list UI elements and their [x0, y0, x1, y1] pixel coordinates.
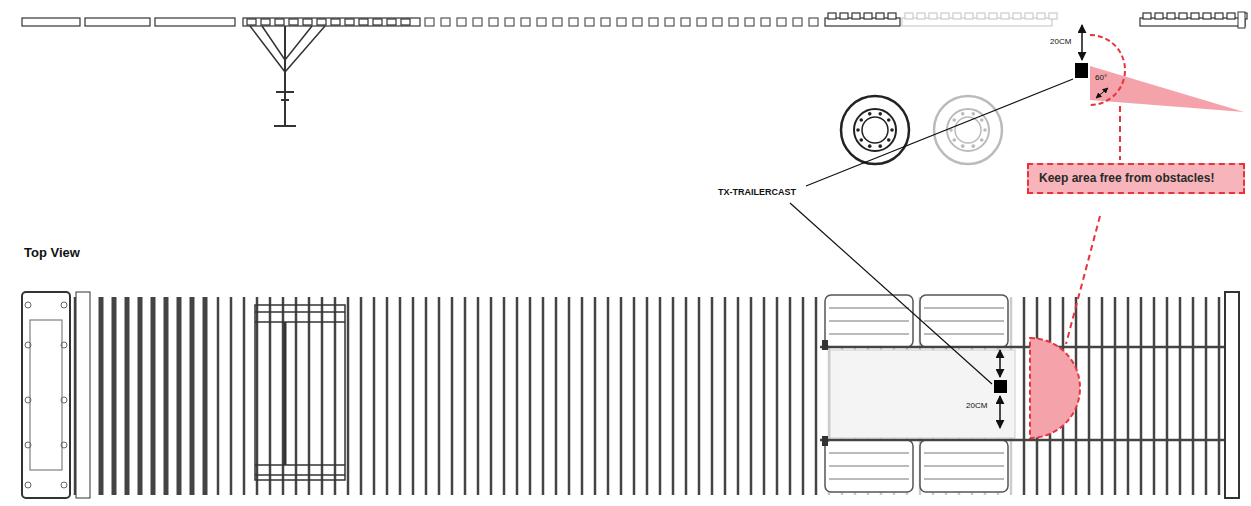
sensor-marks	[790, 25, 1244, 438]
top-view	[22, 292, 1239, 498]
dimension-label: 20CM	[966, 402, 987, 411]
view-title: Top View	[24, 246, 80, 260]
dimension-label: 20CM	[1050, 38, 1071, 47]
side-view	[22, 12, 1247, 164]
warning-callout: Keep area free from obstacles!	[1027, 163, 1245, 194]
warning-text: Keep area free from obstacles!	[1039, 171, 1233, 186]
angle-label: 60°	[1095, 74, 1107, 83]
sensor-name: TX-TRAILERCAST	[718, 188, 796, 198]
